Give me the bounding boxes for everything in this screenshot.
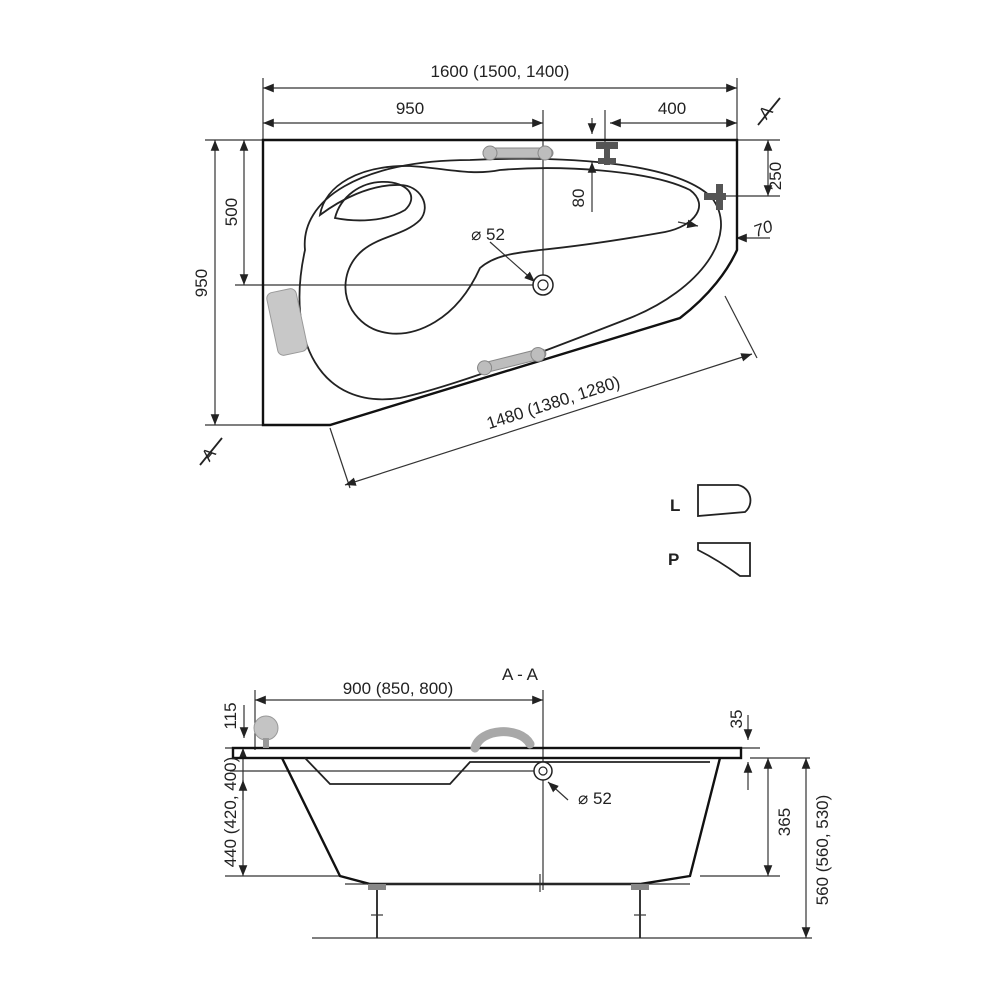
drain-height-label: 440 (420, 400) bbox=[221, 757, 240, 868]
drain-diameter-label: ⌀ 52 bbox=[578, 789, 612, 808]
bathtub-inner-basin bbox=[298, 157, 722, 401]
diagonal-length-dimension-line bbox=[344, 353, 753, 486]
drain-diameter-label: ⌀ 52 bbox=[471, 225, 505, 244]
bathtub-shell bbox=[280, 757, 722, 886]
bathtub-seat-contour bbox=[318, 165, 700, 335]
variant-legend: L P bbox=[668, 484, 752, 577]
support-leg-right bbox=[631, 884, 649, 938]
variant-right-label: P bbox=[668, 550, 679, 569]
overall-depth-label: 950 bbox=[192, 269, 211, 297]
section-mark-line-bottom bbox=[199, 437, 223, 466]
extension-line bbox=[329, 427, 351, 489]
headrest-pillow bbox=[253, 715, 279, 741]
headrest-mount bbox=[263, 738, 269, 748]
rim-thickness-label: 35 bbox=[727, 710, 746, 729]
section-view: A - A 900 (850, 800) 115 440 (420, 400) … bbox=[221, 665, 832, 939]
overflow-offset-label: 250 bbox=[766, 162, 785, 190]
total-height-label: 560 (560, 530) bbox=[813, 795, 832, 906]
faucet-icon bbox=[596, 142, 618, 165]
variant-left-label: L bbox=[670, 496, 680, 515]
headrest-height-label: 115 bbox=[221, 702, 240, 729]
drain-offset-label: 900 (850, 800) bbox=[343, 679, 454, 698]
faucet-offset-label: 400 bbox=[658, 99, 686, 118]
grab-handle-top bbox=[482, 145, 554, 161]
variant-left-shape bbox=[697, 484, 752, 517]
inner-depth-label: 365 bbox=[775, 808, 794, 836]
section-title: A - A bbox=[502, 665, 539, 684]
drain-diameter-leader bbox=[547, 781, 569, 801]
bathtub-inner-profile bbox=[304, 757, 710, 785]
drain-diameter-leader bbox=[489, 241, 536, 283]
grab-handle-side bbox=[470, 727, 535, 753]
drain-depth-label: 500 bbox=[222, 198, 241, 226]
rim-width-label: 70 bbox=[751, 216, 776, 241]
bathtub-outer-outline bbox=[261, 138, 739, 427]
section-mark-bottom-label: A bbox=[198, 444, 220, 465]
variant-right-shape bbox=[697, 542, 751, 577]
drain-icon bbox=[532, 274, 554, 296]
bathtub-headrest-contour bbox=[333, 181, 413, 222]
drain-offset-label: 950 bbox=[396, 99, 424, 118]
section-mark-line-top bbox=[757, 97, 781, 126]
extension-line bbox=[724, 295, 758, 359]
plan-view: 1600 (1500, 1400) 950 400 950 500 80 250… bbox=[192, 62, 785, 489]
overflow-icon bbox=[704, 184, 726, 210]
grab-handle-bottom bbox=[477, 346, 547, 376]
faucet-height-label: 80 bbox=[569, 189, 588, 208]
drain-icon bbox=[533, 761, 553, 781]
support-leg-left bbox=[368, 884, 386, 938]
bathtub-rim bbox=[231, 746, 743, 760]
overall-width-label: 1600 (1500, 1400) bbox=[431, 62, 570, 81]
headrest-pillow bbox=[266, 288, 308, 356]
